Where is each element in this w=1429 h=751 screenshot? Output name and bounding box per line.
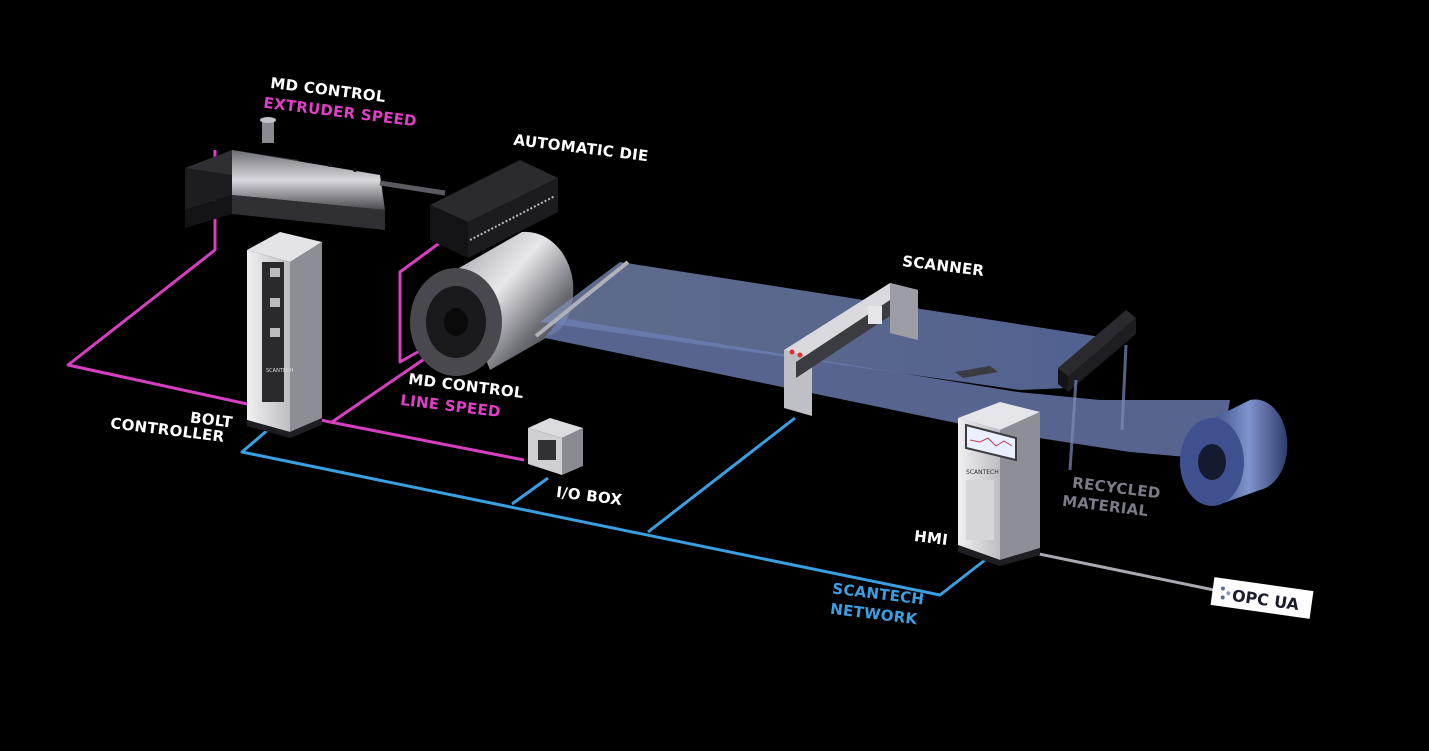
hmi-station-icon: SCANTECH: [958, 402, 1040, 566]
bolt-controller-cabinet-icon: SCANTECH: [247, 232, 322, 438]
chill-roll-icon: [410, 231, 574, 376]
io-box-icon: [528, 418, 583, 475]
opc-ua-connection-line: [1009, 546, 1215, 592]
automatic-die-icon: [430, 160, 558, 258]
scanner-frame-icon: [784, 283, 998, 416]
scantech-network-line: [240, 416, 986, 597]
extruder-icon: [185, 117, 446, 230]
winder-roll-icon: [1180, 399, 1288, 506]
opc-ua-logo: OPC UA: [1210, 577, 1314, 619]
cabinet-brand: SCANTECH: [266, 368, 294, 374]
hmi-brand: SCANTECH: [966, 469, 999, 476]
recycling-knife-icon: [1058, 310, 1136, 471]
